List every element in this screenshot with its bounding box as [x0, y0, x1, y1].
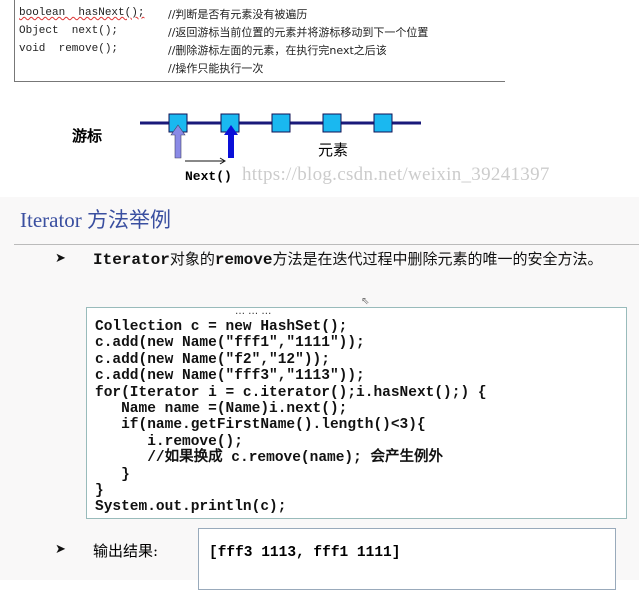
bullet-arrow-icon: ➤ — [55, 542, 66, 557]
code-line: c.add(new Name("f2","12")); — [95, 351, 330, 368]
code-line: c.add(new Name("fff1","1111")); — [95, 335, 365, 352]
api-comment: //返回游标当前位置的元素并将游标移动到下一个位置 — [168, 26, 429, 39]
slide-title: Iterator 方法举例 — [20, 208, 172, 232]
code-line: } — [95, 466, 130, 483]
bullet-arrow-icon: ➤ — [55, 251, 66, 266]
output-box: [fff3 1113, fff1 1111] — [198, 528, 616, 590]
api-comment: //判断是否有元素没有被遍历 — [168, 8, 308, 21]
bullet-text: Iterator对象的remove方法是在迭代过程中删除元素的唯一的安全方法。 — [93, 250, 603, 269]
element-label: 元素 — [318, 141, 349, 159]
api-comment: //操作只能执行一次 — [168, 62, 264, 75]
mouse-cursor-icon: ⇖ — [361, 296, 370, 307]
iterator-diagram — [140, 113, 421, 165]
element-box — [373, 113, 393, 133]
title-divider — [14, 244, 639, 245]
api-code: Object next(); — [19, 25, 119, 37]
current-cursor-arrow — [224, 125, 238, 158]
watermark: https://blog.csdn.net/weixin_39241397 — [242, 164, 550, 185]
ellipsis: … … … — [235, 306, 272, 317]
code-line: c.add(new Name("fff3","1113")); — [95, 368, 365, 385]
code-line: Name name =(Name)i.next(); — [95, 401, 348, 417]
output-label: 输出结果: — [93, 542, 159, 560]
code-line: //如果换成 c.remove(name); 会产生例外 — [95, 450, 444, 467]
element-box — [322, 113, 342, 133]
api-comment: //删除游标左面的元素，在执行完next之后该 — [168, 44, 387, 57]
api-code: void remove(); — [19, 43, 119, 55]
element-box — [271, 113, 291, 133]
code-line: System.out.println(c); — [95, 499, 287, 516]
api-code-box: boolean hasNext(); //判断是否有元素没有被遍历 Object… — [14, 0, 505, 82]
code-line: for(Iterator i = c.iterator();i.hasNext(… — [95, 384, 487, 401]
previous-cursor-arrow — [170, 124, 186, 159]
code-line: Collection c = new HashSet(); — [95, 319, 348, 335]
next-label: Next() — [185, 169, 232, 184]
cursor-label: 游标 — [72, 127, 103, 145]
output-value: [fff3 1113, fff1 1111] — [209, 545, 401, 561]
code-example-box: … … … Collection c = new HashSet();c.add… — [86, 306, 627, 519]
api-code: boolean hasNext(); — [19, 7, 145, 19]
code-line: i.remove(); — [95, 433, 243, 450]
code-line: } — [95, 483, 104, 499]
code-line: if(name.getFirstName().length()<3){ — [95, 417, 426, 434]
